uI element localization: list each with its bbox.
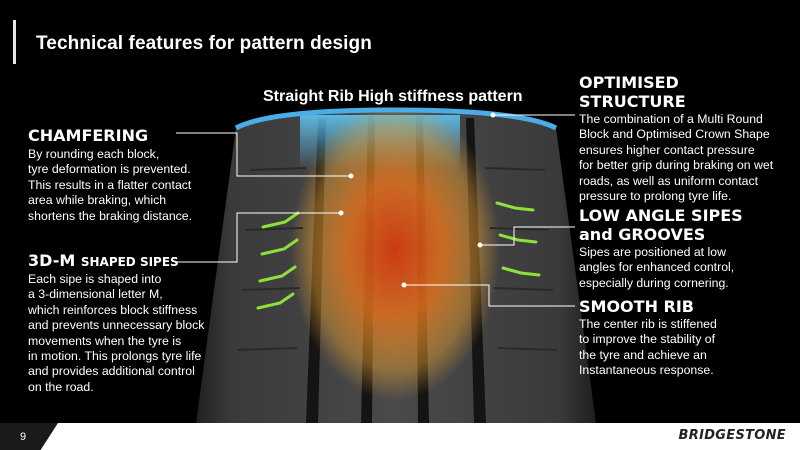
- chamfering-line: area while braking, which: [28, 193, 167, 208]
- chamfering-line: tyre deformation is prevented.: [28, 162, 191, 177]
- sipes-line: on the road.: [28, 379, 94, 394]
- smooth-rib-line: to improve the stability of: [579, 332, 716, 347]
- title-accent-bar: [13, 20, 16, 64]
- footer-bar: [0, 423, 800, 450]
- optimised-line: roads, as well as uniform contact: [579, 173, 759, 188]
- smooth-rib-line: Instantaneous response.: [579, 363, 714, 378]
- slide-title: Technical features for pattern design: [36, 33, 372, 54]
- low-angle-line: Sipes are positioned at low: [579, 245, 726, 259]
- sipes-line: in motion. This prolongs tyre life: [28, 349, 202, 364]
- sipes-title: 3D-M SHAPED SIPES: [28, 251, 179, 270]
- page-number: 9: [20, 431, 27, 443]
- brand-logo: BRIDGESTONE: [678, 428, 786, 443]
- low-angle-title-line: and GROOVES: [579, 225, 706, 244]
- optimised-title-line: STRUCTURE: [579, 92, 686, 111]
- optimised-line: ensures higher contact pressure: [579, 142, 755, 157]
- smooth-rib-line: The center rib is stiffened: [579, 317, 717, 331]
- sipes-line: Each sipe is shaped into: [28, 272, 162, 286]
- optimised-line: Block and Optimised Crown Shape: [579, 127, 770, 142]
- optimised-line: The combination of a Multi Round: [579, 112, 763, 126]
- sipes-line: a 3-dimensional letter M,: [28, 287, 163, 302]
- chamfering-line: By rounding each block,: [28, 147, 160, 161]
- optimised-title-line: OPTIMISED: [579, 73, 679, 92]
- optimised-line: pressure to prolong tyre life.: [579, 189, 732, 204]
- chamfering-block: CHAMFERING By rounding each block, tyre …: [28, 126, 192, 224]
- low-angle-line: especially during cornering.: [579, 275, 729, 290]
- chamfering-line: shortens the braking distance.: [28, 208, 193, 223]
- chamfering-title: CHAMFERING: [28, 126, 149, 145]
- smooth-rib-line: the tyre and achieve an: [579, 347, 707, 362]
- optimised-line: for better grip during braking on wet: [579, 158, 774, 173]
- optimised-block: OPTIMISED STRUCTURE The combination of a…: [579, 73, 773, 204]
- sipes-line: and prevents unnecessary block: [28, 318, 205, 333]
- smooth-rib-title: SMOOTH RIB: [579, 297, 694, 316]
- smooth-rib-block: SMOOTH RIB The center rib is stiffened t…: [579, 297, 717, 379]
- sipes-line: which reinforces block stiffness: [28, 302, 198, 317]
- sipes-block: 3D-M SHAPED SIPES Each sipe is shaped in…: [28, 251, 204, 395]
- low-angle-line: angles for enhanced control,: [579, 260, 735, 275]
- low-angle-title-line: LOW ANGLE SIPES: [579, 206, 743, 225]
- pattern-label: Straight Rib High stiffness pattern: [263, 88, 523, 105]
- chamfering-line: This results in a flatter contact: [28, 177, 192, 192]
- sipes-line: movements when the tyre is: [28, 333, 182, 348]
- sipes-line: and provides additional control: [28, 364, 195, 379]
- low-angle-block: LOW ANGLE SIPES and GROOVES Sipes are po…: [579, 206, 743, 291]
